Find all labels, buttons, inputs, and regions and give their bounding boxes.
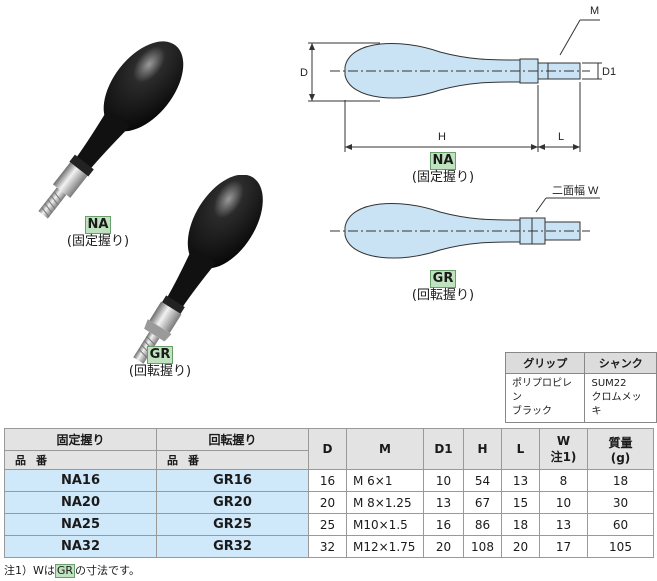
na-drawing-code: NA	[429, 152, 457, 170]
table-row: NA16 GR16 16 M 6×1 10 54 13 8 18	[4, 469, 654, 492]
dim-d: D	[300, 67, 308, 79]
cell-w: 8	[539, 469, 588, 492]
header-w-note: 注1)	[550, 449, 577, 464]
cell-mass: 60	[587, 513, 654, 536]
cell-m: M 8×1.25	[346, 491, 424, 514]
cell-l: 18	[501, 513, 540, 536]
header-d: D	[308, 428, 347, 470]
cell-h: 67	[463, 491, 502, 514]
material-header-grip: グリップ	[504, 352, 586, 374]
gr-part-number: GR16	[156, 469, 309, 492]
cell-d1: 13	[423, 491, 464, 514]
header-gr-partno: 品番	[156, 450, 309, 470]
cell-d1: 10	[423, 469, 464, 492]
na-part-number: NA25	[4, 513, 157, 536]
cell-l: 15	[501, 491, 540, 514]
header-fixed: 固定握り	[4, 428, 157, 451]
cell-l: 13	[501, 469, 540, 492]
cell-d: 25	[308, 513, 347, 536]
header-l: L	[501, 428, 540, 470]
footnote-prefix: 注1）Wは	[4, 564, 55, 577]
dim-m: M	[590, 5, 599, 17]
na-drawing: M D D1 H L	[300, 5, 616, 152]
cell-d1: 16	[423, 513, 464, 536]
spec-table: 固定握り 回転握り D M D1 H L W 注1) 質量 (g) 品番 品番 …	[4, 428, 654, 558]
cell-w: 17	[539, 535, 588, 558]
shank-finish: クロムメッキ	[591, 392, 642, 417]
cell-mass: 105	[587, 535, 654, 558]
footnote-code: GR	[54, 564, 76, 578]
cell-mass: 30	[587, 491, 654, 514]
header-na-partno: 品番	[4, 450, 157, 470]
table-row: NA32 GR32 32 M12×1.75 20 108 20 17 105	[4, 535, 654, 558]
header-rotate: 回転握り	[156, 428, 309, 451]
cell-mass: 18	[587, 469, 654, 492]
dim-l: L	[558, 131, 564, 143]
cell-m: M 6×1	[346, 469, 424, 492]
gr-product-image	[133, 175, 263, 364]
na-label: NA (固定握り)	[58, 216, 138, 250]
cell-l: 20	[501, 535, 540, 558]
gr-drawing-label: GR (回転握り)	[403, 270, 483, 304]
gr-label: GR (回転握り)	[120, 346, 200, 380]
header-h: H	[463, 428, 502, 470]
footnote-suffix: の寸法です。	[75, 564, 140, 577]
na-drawing-desc: (固定握り)	[411, 170, 475, 185]
na-code: NA	[84, 216, 112, 234]
cell-h: 86	[463, 513, 502, 536]
gr-part-number: GR25	[156, 513, 309, 536]
cell-m: M10×1.5	[346, 513, 424, 536]
header-mass: 質量 (g)	[587, 428, 654, 470]
shank-material: SUM22	[591, 378, 627, 389]
dim-d1: D1	[602, 66, 616, 78]
table-row: NA20 GR20 20 M 8×1.25 13 67 15 10 30	[4, 491, 654, 514]
na-part-number: NA16	[4, 469, 157, 492]
cell-w: 10	[539, 491, 588, 514]
header-mass-unit: (g)	[610, 450, 631, 465]
gr-part-number: GR20	[156, 491, 309, 514]
cell-h: 108	[463, 535, 502, 558]
material-header-shank: シャンク	[584, 352, 657, 374]
header-d1: D1	[423, 428, 464, 470]
table-row: NA25 GR25 25 M10×1.5 16 86 18 13 60	[4, 513, 654, 536]
gr-code: GR	[146, 346, 174, 364]
gr-desc: (回転握り)	[128, 364, 192, 379]
header-w-label: W	[556, 433, 571, 448]
cell-d: 16	[308, 469, 347, 492]
cell-d: 20	[308, 491, 347, 514]
gr-part-number: GR32	[156, 535, 309, 558]
cell-m: M12×1.75	[346, 535, 424, 558]
material-grip: ポリプロピレン ブラック	[504, 373, 586, 423]
gr-width-note: 二面幅 W	[552, 184, 599, 197]
na-part-number: NA32	[4, 535, 157, 558]
cell-d1: 20	[423, 535, 464, 558]
cell-w: 13	[539, 513, 588, 536]
na-product-image	[38, 41, 184, 219]
na-part-number: NA20	[4, 491, 157, 514]
cell-h: 54	[463, 469, 502, 492]
grip-color: ブラック	[512, 406, 552, 417]
na-drawing-label: NA (固定握り)	[403, 152, 483, 186]
header-m: M	[346, 428, 424, 470]
na-desc: (固定握り)	[66, 234, 130, 249]
grip-material: ポリプロピレン	[512, 378, 572, 403]
material-shank: SUM22 クロムメッキ	[584, 373, 657, 423]
header-mass-label: 質量	[608, 435, 633, 450]
cell-d: 32	[308, 535, 347, 558]
gr-drawing-desc: (回転握り)	[411, 288, 475, 303]
header-w: W 注1)	[539, 428, 588, 470]
material-table: グリップ シャンク ポリプロピレン ブラック SUM22 クロムメッキ	[504, 352, 657, 423]
gr-drawing: 二面幅 W	[330, 184, 600, 259]
gr-drawing-code: GR	[429, 270, 457, 288]
dim-h: H	[438, 131, 446, 143]
